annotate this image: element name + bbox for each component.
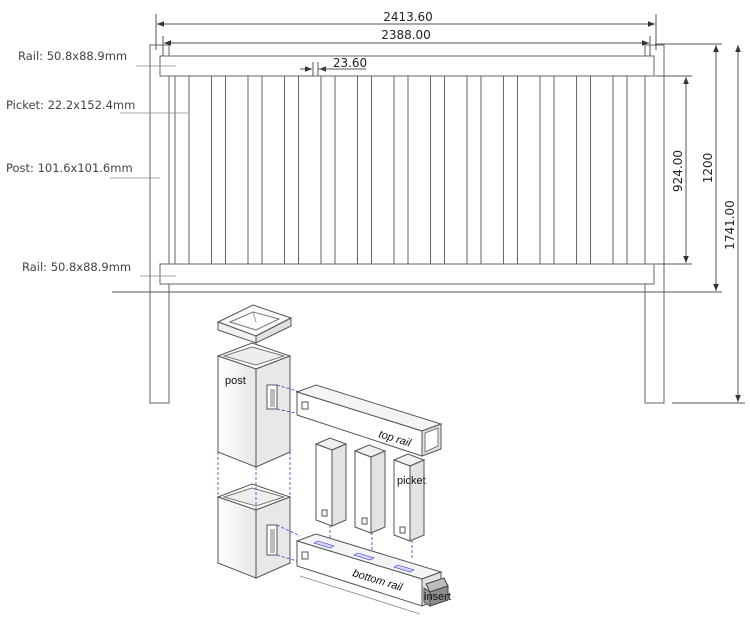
callout-picket: Picket: 22.2x152.4mm <box>6 98 188 114</box>
svg-text:Post: 101.6x101.6mm: Post: 101.6x101.6mm <box>6 161 133 175</box>
svg-text:Rail: 50.8x88.9mm: Rail: 50.8x88.9mm <box>22 260 131 274</box>
total-height-value: 1741.00 <box>723 200 737 250</box>
lower-post <box>216 483 292 579</box>
picket-height-dimension: 924.00 <box>655 75 692 265</box>
picket <box>612 75 628 265</box>
picket-height-value: 924.00 <box>671 150 685 192</box>
picket <box>576 75 591 265</box>
overall-width-dimension: 2413.60 <box>155 10 657 50</box>
elevation-view: 2413.60 2388.00 23.60 924.00 120 <box>6 10 745 404</box>
picket <box>357 75 372 265</box>
bottom-rail <box>159 263 655 285</box>
picket-group <box>174 75 628 265</box>
callout-post: Post: 101.6x101.6mm <box>6 161 160 179</box>
picket <box>174 75 190 265</box>
picket <box>247 75 263 265</box>
picket <box>320 75 336 265</box>
panel-height-dimension: 1200 <box>655 43 722 293</box>
svg-text:Picket: 22.2x152.4mm: Picket: 22.2x152.4mm <box>6 98 135 112</box>
svg-text:Rail: 50.8x88.9mm: Rail: 50.8x88.9mm <box>18 49 127 63</box>
upper-post: post <box>216 342 292 468</box>
assembly-view: post <box>216 304 451 615</box>
post-cap <box>216 304 293 344</box>
assembly-guides <box>217 384 413 563</box>
overall-width-value: 2413.60 <box>383 10 433 24</box>
inner-width-dimension: 2388.00 <box>162 28 651 56</box>
left-post <box>149 44 170 404</box>
top-rail <box>159 55 655 77</box>
insert-label: insert <box>424 591 451 603</box>
picket-gap-value: 23.60 <box>333 56 367 70</box>
picket <box>503 75 518 265</box>
picket-part-2 <box>353 444 387 534</box>
picket <box>466 75 482 265</box>
picket <box>430 75 445 265</box>
callout-bottom-rail: Rail: 50.8x88.9mm <box>22 260 176 277</box>
picket <box>393 75 409 265</box>
picket-label: picket <box>397 475 426 487</box>
post-label: post <box>225 375 246 387</box>
bottom-rail-part: bottom rail <box>295 533 443 615</box>
picket-gap-dimension: 23.60 <box>300 56 367 76</box>
callout-top-rail: Rail: 50.8x88.9mm <box>18 49 176 67</box>
total-height-dimension: 1741.00 <box>672 45 745 404</box>
picket-part-3: picket <box>392 453 426 542</box>
picket <box>539 75 555 265</box>
picket <box>211 75 226 265</box>
top-rail-part: top rail <box>295 384 443 457</box>
inner-width-value: 2388.00 <box>381 28 431 42</box>
right-post <box>644 44 665 404</box>
insert-part: insert <box>423 577 451 607</box>
picket-part-1 <box>314 437 348 527</box>
picket <box>284 75 299 265</box>
panel-height-value: 1200 <box>701 153 715 184</box>
